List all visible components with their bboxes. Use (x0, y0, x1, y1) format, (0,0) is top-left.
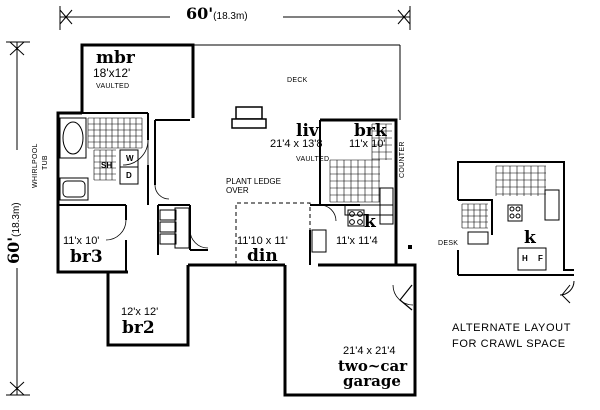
exterior-walls (56, 43, 417, 397)
door-swings (105, 139, 414, 306)
hall-closets (159, 207, 190, 249)
width-dimension-line (59, 6, 411, 30)
dryer-label: D (126, 171, 132, 180)
fireplace (231, 106, 267, 129)
plant-ledge-label: PLANT LEDGE OVER (226, 178, 281, 195)
brk-size: 11'x 10' (349, 138, 386, 150)
garage-name-line1: two~car (338, 357, 408, 375)
counter-label: COUNTER (399, 141, 406, 178)
bath-tub (59, 177, 89, 201)
overall-depth: 60'(18.3m) (4, 202, 23, 264)
depth-dimension-line (6, 41, 30, 396)
overall-depth-m: (18.3m) (11, 202, 22, 237)
kitchen-name: k (364, 212, 376, 232)
shower-label: SH (101, 161, 113, 170)
deck-label: DECK (287, 77, 308, 84)
tile-pattern (87, 117, 392, 203)
alt-h-label: H (522, 254, 528, 263)
tub-label: TUB (42, 155, 49, 170)
alt-caption-line2: FOR CRAWL SPACE (452, 338, 566, 350)
brk-name: brk (354, 121, 387, 141)
alternate-layout-walls (457, 161, 574, 276)
kitchen-counters (311, 187, 394, 253)
mbr-note: VAULTED (96, 83, 130, 90)
desk-label: DESK (438, 240, 459, 247)
plant-ledge (235, 202, 311, 265)
post-marker (408, 245, 412, 249)
liv-note: VAULTED (296, 156, 330, 163)
mbr-size: 18'x12' (93, 66, 131, 80)
kitchen-size: 11'x 11'4 (336, 235, 378, 247)
alt-f-label: F (538, 254, 543, 263)
din-name: din (247, 246, 278, 266)
alternate-tiles (461, 165, 546, 229)
overall-depth-ft: 60' (4, 236, 23, 264)
alt-caption-line1: ALTERNATE LAYOUT (452, 322, 572, 334)
whirlpool-line1: WHIRLPOOL (32, 143, 39, 188)
plant-ledge-line1: PLANT LEDGE (226, 177, 281, 186)
alt-kitchen-name: k (524, 228, 536, 248)
washer-label: W (126, 154, 134, 163)
liv-size: 21'4 x 13'8 (270, 138, 323, 150)
liv-name: liv (296, 121, 319, 141)
overall-width-m: (18.3m) (213, 11, 248, 22)
overall-width-ft: 60' (186, 4, 214, 23)
br2-size: 12'x 12' (121, 306, 159, 318)
whirlpool-tub (59, 117, 87, 159)
br3-name: br3 (70, 247, 103, 267)
plant-ledge-line2: OVER (226, 186, 249, 195)
garage-side-door (399, 284, 413, 311)
whirlpool-line2: TUB (42, 155, 49, 170)
garage-size: 21'4 x 21'4 (343, 345, 396, 357)
br2-name: br2 (122, 318, 155, 338)
mbr-name: mbr (96, 48, 135, 68)
alternate-counters (467, 189, 575, 304)
garage-name-line2: garage (343, 372, 401, 390)
overall-width: 60'(18.3m) (186, 6, 248, 23)
br3-size: 11'x 10' (63, 235, 100, 247)
whirlpool-label: WHIRLPOOL (32, 143, 39, 188)
din-size: 11'10 x 11' (237, 235, 288, 247)
